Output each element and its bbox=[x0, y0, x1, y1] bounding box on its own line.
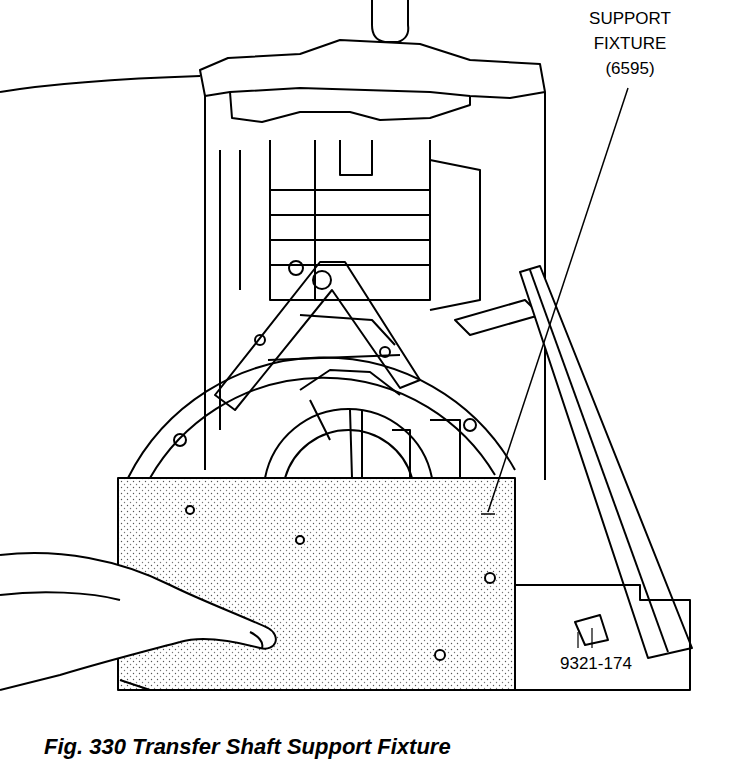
shaft-bore bbox=[265, 409, 432, 478]
bolt-hole bbox=[174, 434, 186, 446]
fixture-leg-edge bbox=[530, 270, 668, 652]
bell-inner bbox=[150, 378, 495, 478]
bolt-hole bbox=[289, 261, 303, 275]
bell-outer bbox=[128, 357, 515, 478]
case-drawing bbox=[0, 0, 692, 690]
case-detail bbox=[392, 420, 460, 478]
shift-rail bbox=[455, 300, 540, 335]
bracket-web bbox=[268, 315, 400, 360]
bolt-hole bbox=[313, 271, 331, 289]
case-flange bbox=[200, 40, 545, 98]
hand-upper bbox=[0, 76, 200, 92]
case-rib-detail bbox=[315, 140, 372, 300]
bolt-hole bbox=[255, 335, 265, 345]
fingernail bbox=[250, 632, 262, 648]
figure-number: 9321-174 bbox=[560, 654, 700, 674]
plate-hole bbox=[186, 506, 194, 514]
plate-hole bbox=[296, 536, 304, 544]
case-ribs bbox=[270, 190, 430, 265]
part-name: SUPPORT FIXTURE (6595) bbox=[578, 6, 682, 81]
figure-number-leader bbox=[578, 628, 592, 648]
leader-line bbox=[488, 88, 628, 512]
hand-lower bbox=[0, 553, 276, 690]
bolt bbox=[372, 0, 408, 42]
gear-teeth bbox=[300, 370, 400, 478]
case-pocket bbox=[270, 140, 430, 300]
support-fixture-plate bbox=[118, 478, 515, 690]
case-left-wall bbox=[204, 96, 206, 470]
shaft-bore-inner bbox=[285, 430, 412, 478]
bolt-hole bbox=[380, 347, 390, 357]
fixture-base bbox=[515, 585, 690, 690]
leader-tick bbox=[481, 513, 495, 515]
case-web bbox=[220, 150, 240, 430]
case-boss bbox=[430, 160, 480, 310]
bolt-hole bbox=[464, 419, 476, 431]
figure-caption: Fig. 330 Transfer Shaft Support Fixture bbox=[44, 734, 724, 760]
hand-detail bbox=[0, 592, 150, 690]
plate-hole bbox=[435, 650, 445, 660]
plate-hole bbox=[485, 573, 495, 583]
flange-edge bbox=[230, 92, 470, 122]
